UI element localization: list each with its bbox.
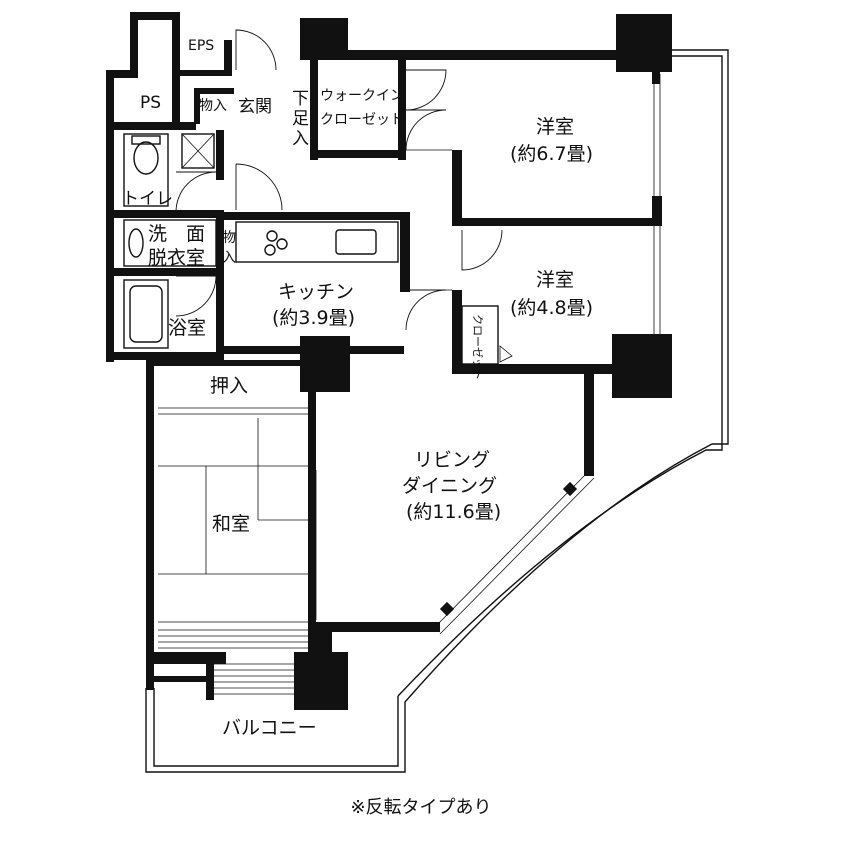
label-shoe-1: 下	[292, 89, 309, 109]
label-entrance: 玄関	[238, 97, 272, 117]
label-kitchen-name: キッチン	[278, 281, 354, 303]
label-walk-in-closet-2: クローゼット	[320, 112, 404, 128]
label-eps: EPS	[188, 38, 214, 54]
label-living-3: (約11.6畳)	[406, 501, 501, 523]
label-toilet: トイレ	[122, 189, 173, 209]
label-closet: クローゼット	[471, 314, 484, 380]
label-storage-entry: 物入	[199, 98, 227, 114]
doors	[175, 29, 503, 331]
label-balcony: バルコニー	[222, 717, 317, 739]
label-living-2: ダイニング	[402, 475, 497, 497]
label-western2-name: 洋室	[536, 269, 574, 291]
windows	[158, 74, 661, 635]
engawa-lines	[158, 629, 308, 695]
label-western1-name: 洋室	[536, 116, 574, 138]
label-oshiire: 押入	[210, 375, 248, 397]
label-storage-wash-2: 入	[222, 250, 236, 266]
label-western1-size: (約6.7畳)	[510, 143, 593, 165]
fixtures	[123, 133, 513, 695]
label-bath: 浴室	[168, 317, 206, 339]
label-washroom-2: 脱衣室	[148, 247, 205, 269]
balcony-outline	[145, 49, 729, 773]
label-living-1: リビング	[414, 449, 490, 471]
room-labels: EPS PS 物入 玄関 下 足 入 ウォークイン クローゼット 洋室 (約6.…	[122, 38, 593, 739]
walls	[106, 12, 672, 710]
label-shoe-2: 足	[292, 109, 309, 129]
label-western2-size: (約4.8畳)	[510, 297, 593, 319]
label-storage-wash-1: 物	[222, 230, 236, 246]
label-kitchen-size: (約3.9畳)	[272, 307, 355, 329]
label-walk-in-closet-1: ウォークイン	[320, 88, 404, 104]
label-shoe-3: 入	[292, 129, 309, 149]
reverse-type-note: ※反転タイプあり	[350, 797, 492, 818]
label-washroom-1: 洗 面	[148, 223, 205, 245]
label-ps: PS	[140, 93, 161, 113]
label-washitsu: 和室	[212, 513, 250, 535]
